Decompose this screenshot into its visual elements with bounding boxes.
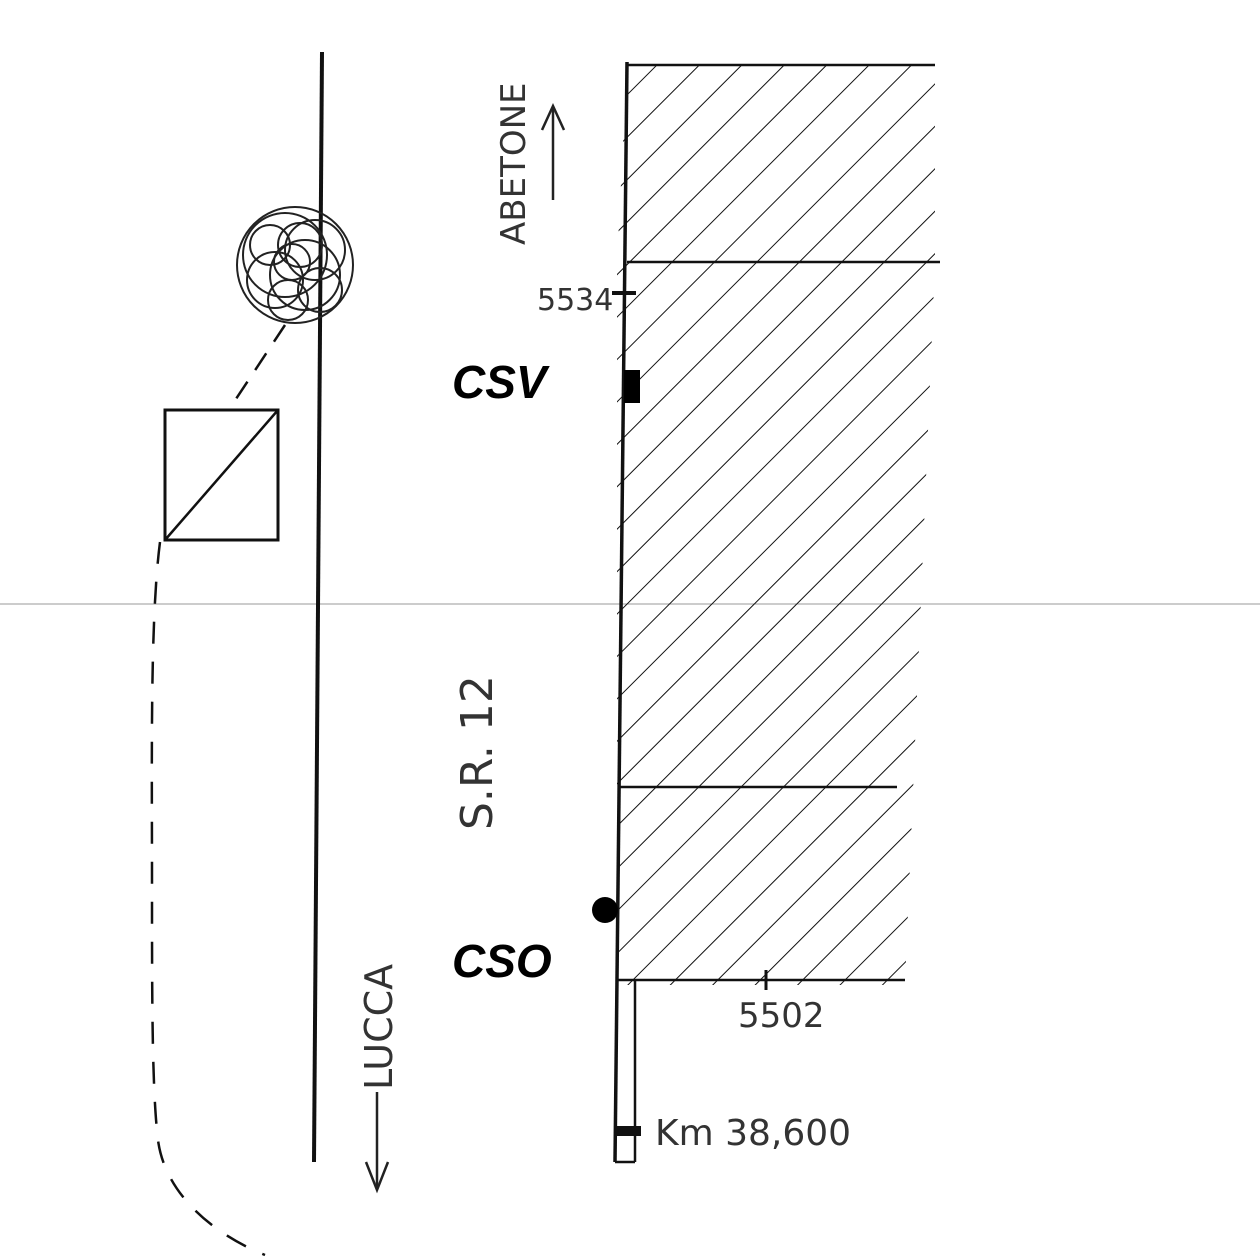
kilometer-label: Km 38,600 — [655, 1113, 851, 1154]
direction-abetone-label: ABETONE — [494, 82, 534, 245]
arrow-down-icon — [364, 1092, 390, 1194]
dashed-path-lower — [150, 541, 266, 1257]
csv-label: CSV — [452, 356, 550, 408]
roadside-strip — [614, 980, 641, 1164]
dashed-path-upper — [228, 324, 287, 409]
csv-sign-marker — [624, 370, 640, 403]
building-icon — [163, 408, 280, 542]
marker-5502-label: 5502 — [738, 996, 825, 1036]
cso-label: CSO — [452, 935, 552, 987]
road-name-label: S.R. 12 — [452, 675, 503, 830]
left-road-edge — [312, 51, 324, 1163]
arrow-up-icon — [540, 102, 566, 200]
right-road-edge — [613, 61, 629, 1163]
hatched-parcel — [617, 63, 940, 985]
tree-icon — [236, 206, 354, 324]
cso-sign-marker — [592, 897, 618, 923]
marker-5534-label: 5534 — [537, 283, 613, 318]
direction-lucca-label: LUCCA — [357, 964, 401, 1090]
